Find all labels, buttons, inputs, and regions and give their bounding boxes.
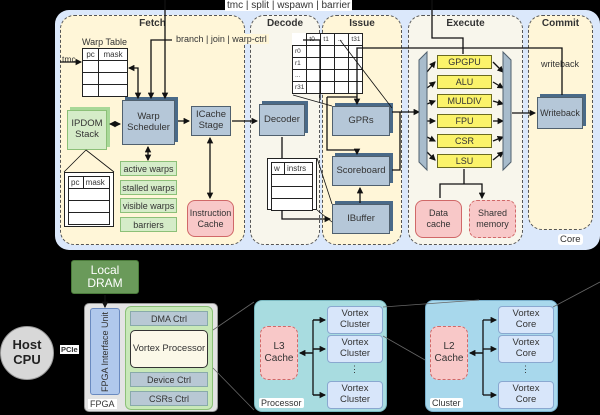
host-cpu-label: Host CPU (12, 337, 42, 367)
gprs: GPRs (332, 106, 390, 136)
gpr-row-r31: r31 (291, 81, 308, 94)
host-cpu: Host CPU (0, 326, 54, 380)
vortex-cluster-2: Vortex Cluster (327, 335, 383, 363)
warp-table-title: Warp Table (82, 37, 128, 47)
fetch-stage-title: Fetch (139, 18, 166, 29)
commit-stage-title: Commit (541, 18, 580, 29)
shared-memory-label: Shared memory (476, 208, 509, 229)
vortex-processor-label: Vortex Processor (132, 343, 206, 355)
stalled-warps: stalled warps (120, 180, 177, 195)
ipdom-header-pc: pc (68, 176, 84, 189)
data-cache-label: Data cache (426, 208, 451, 229)
icache-stage: ICache Stage (191, 106, 231, 136)
gpr-row-r0: r0 (291, 45, 308, 58)
vortex-cluster-2-label: Vortex Cluster (339, 337, 371, 359)
vortex-core-1-label: Vortex Core (512, 308, 540, 330)
scoreboard: Scoreboard (332, 156, 390, 186)
warp-table-header-pc: pc (81, 48, 100, 61)
top-signals-label: tmc | split | wspawn | barrier (225, 0, 353, 11)
local-dram: Local DRAM (71, 260, 139, 294)
active-warps: active warps (120, 161, 177, 176)
vortex-processor: Vortex Processor (130, 330, 208, 368)
vortex-cluster-3: Vortex Cluster (327, 381, 383, 409)
warp-scheduler: Warp Scheduler (122, 100, 175, 145)
gpr-row-r1: r1 (291, 57, 308, 70)
wire-processor-zoom (212, 301, 255, 411)
csrs-ctrl: CSRs Ctrl (130, 391, 208, 406)
decoder-label: Decoder (264, 113, 300, 125)
decoder: Decoder (259, 104, 305, 136)
fu-fpu: FPU (437, 114, 492, 128)
local-dram-label: Local DRAM (87, 262, 123, 290)
l2-cache: L2 Cache (430, 326, 468, 380)
l2-cache-label: L2 Cache (434, 341, 464, 364)
processor-ellipsis: ⋮ (350, 364, 359, 374)
instruction-cache: Instruction Cache (187, 200, 234, 237)
vortex-core-1: Vortex Core (498, 306, 554, 334)
fu-csr: CSR (437, 134, 492, 148)
vortex-core-2-label: Vortex Core (512, 337, 540, 359)
ipdom-stack-label: IPDOM Stack (71, 118, 103, 140)
processor-label: Processor (259, 398, 304, 408)
vortex-core-3: Vortex Core (498, 381, 554, 409)
fpga-label: FPGA (88, 399, 117, 409)
wire-core-zoom (552, 281, 600, 308)
gpr-row-ellipsis: ... (291, 69, 308, 82)
icache-stage-label: ICache Stage (195, 109, 227, 131)
gpr-col-t0: t0 (306, 33, 322, 46)
gpr-col-t1: t1 (320, 33, 336, 46)
ibuffer-header-instrs: instrs (284, 162, 313, 175)
ipdom-stack: IPDOM Stack (67, 110, 107, 150)
fu-alu: ALU (437, 75, 492, 89)
barriers: barriers (120, 217, 177, 232)
data-cache: Data cache (415, 200, 462, 238)
cluster-label: Cluster (430, 398, 463, 408)
vortex-cluster-3-label: Vortex Cluster (339, 383, 371, 405)
writeback: Writeback (537, 97, 583, 129)
gprs-label: GPRs (348, 114, 374, 126)
cluster-ellipsis: ⋮ (521, 364, 530, 374)
dma-ctrl: DMA Ctrl (130, 311, 208, 326)
fu-gpgpu: GPGPU (437, 55, 492, 69)
warp-scheduler-label: Warp Scheduler (127, 110, 170, 133)
ibuffer-header-w: w (271, 162, 285, 175)
gpr-grid: t0 t1 ... t31 r0 r1 ... r31 (291, 33, 364, 94)
writeback-signal-label: writeback (539, 59, 582, 69)
vortex-cluster-1-label: Vortex Cluster (339, 308, 371, 330)
fu-muldiv: MULDIV (437, 94, 492, 108)
fu-lsu: LSU (437, 154, 492, 168)
visible-warps: visible warps (120, 198, 177, 213)
gpr-col-t31: t31 (348, 33, 364, 46)
ibuffer-label: IBuffer (347, 212, 375, 224)
instruction-cache-label: Instruction Cache (189, 207, 232, 229)
fpga-interface-unit: FPGA Interface Unit (90, 308, 120, 395)
tmc-input-label: tmc (62, 54, 76, 64)
l3-cache-label: L3 Cache (264, 341, 294, 364)
warp-table-header-mask: mask (98, 48, 128, 61)
shared-memory: Shared memory (469, 200, 516, 238)
branch-signals-label: branch | join | warp-ctrl (174, 34, 269, 44)
pcie-label: PCIe (60, 345, 79, 354)
fpga-interface-unit-label: FPGA Interface Unit (99, 311, 110, 392)
execute-stage-title: Execute (446, 18, 485, 29)
device-ctrl: Device Ctrl (130, 372, 208, 387)
ibuffer: IBuffer (332, 204, 390, 234)
l3-cache: L3 Cache (260, 326, 298, 380)
gpr-col-ellipsis: ... (334, 33, 350, 46)
vortex-core-3-label: Vortex Core (512, 383, 540, 405)
scoreboard-label: Scoreboard (336, 164, 386, 176)
writeback-label: Writeback (540, 107, 580, 118)
core-label: Core (558, 234, 583, 245)
decode-stage-title: Decode (266, 18, 304, 29)
issue-stage-title: Issue (349, 18, 375, 29)
vortex-core-2: Vortex Core (498, 335, 554, 363)
ipdom-header-mask: mask (82, 176, 111, 189)
vortex-cluster-1: Vortex Cluster (327, 306, 383, 334)
